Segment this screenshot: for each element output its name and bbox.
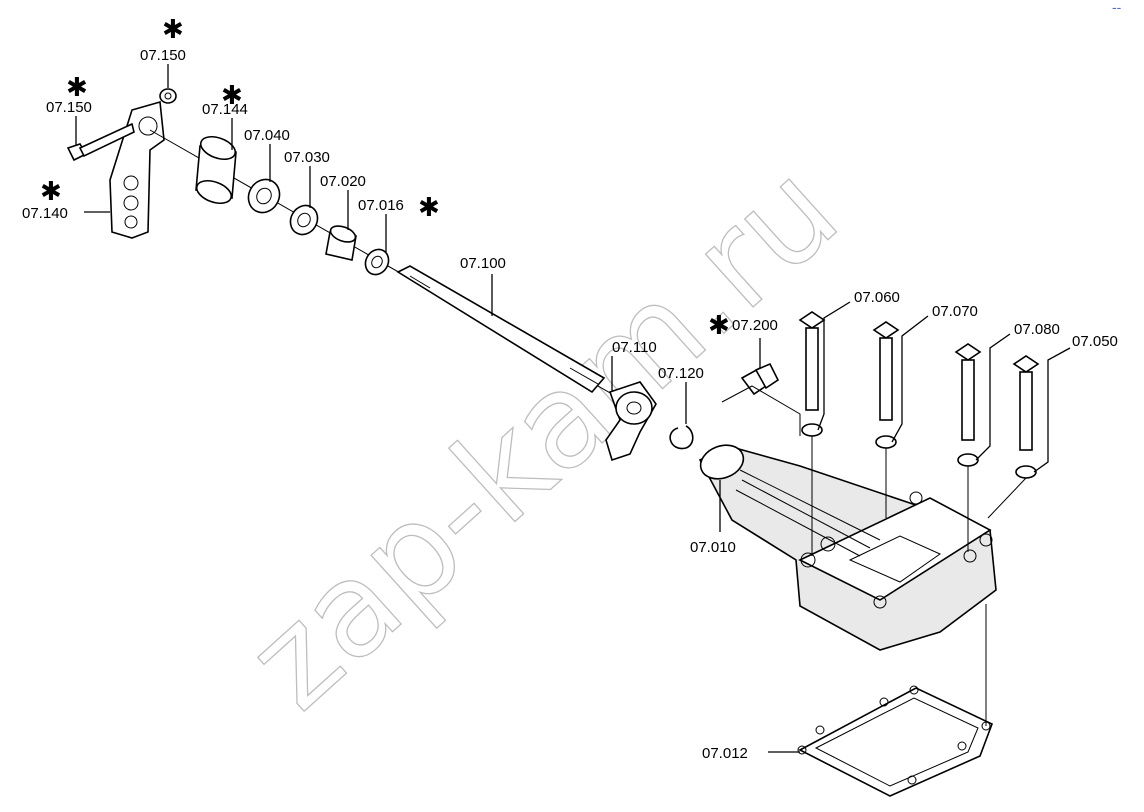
label-07-060: 07.060 [854,289,900,306]
part-housing [698,444,997,651]
part-seal-ring [247,178,281,214]
label-07-016: 07.016 [358,197,404,214]
label-07-030: 07.030 [284,149,330,166]
part-lever [109,100,165,239]
label-07-144: 07.144 [202,101,248,118]
part-bolt [954,343,982,467]
asterisk-icon: ✱ [418,193,440,223]
part-bolt [1012,355,1040,479]
label-07-010: 07.010 [690,539,736,556]
asterisk-icon: ✱ [66,73,88,103]
label-07-050: 07.050 [1072,333,1118,350]
part-sensor [740,362,780,396]
leader-lines [75,64,1071,753]
label-07-110: 07.110 [612,339,657,356]
label-07-100: 07.100 [460,255,506,272]
label-07-150-top: 07.150 [140,47,186,64]
part-shaft [396,265,606,394]
part-nut [159,88,177,104]
label-07-200: 07.200 [732,317,778,334]
label-07-150-left: 07.150 [46,99,92,116]
label-07-140: 07.140 [22,205,68,222]
part-bolt [872,321,900,449]
part-seal-ring [289,204,319,236]
asterisk-markers: ✱ ✱ ✱ ✱ ✱ ✱ [40,15,730,341]
part-bolt [798,311,826,437]
label-07-080: 07.080 [1014,321,1060,338]
label-07-020: 07.020 [320,173,366,190]
corner-mark: -- [1112,0,1122,15]
label-07-120: 07.120 [658,365,704,382]
part-bushing [325,225,357,261]
part-shift-finger [605,381,657,462]
label-07-012: 07.012 [702,745,748,762]
part-circlip [669,425,694,450]
asterisk-icon: ✱ [708,311,730,341]
asterisk-icon: ✱ [40,177,62,207]
part-gasket [797,685,994,797]
label-07-040: 07.040 [244,127,290,144]
part-labels: 07.150 07.150 07.144 07.140 07.040 07.03… [22,47,1118,762]
part-bushing [195,135,237,205]
asterisk-icon: ✱ [162,15,184,45]
label-07-070: 07.070 [932,303,978,320]
part-seal-ring [364,248,390,276]
asterisk-icon: ✱ [221,81,243,111]
